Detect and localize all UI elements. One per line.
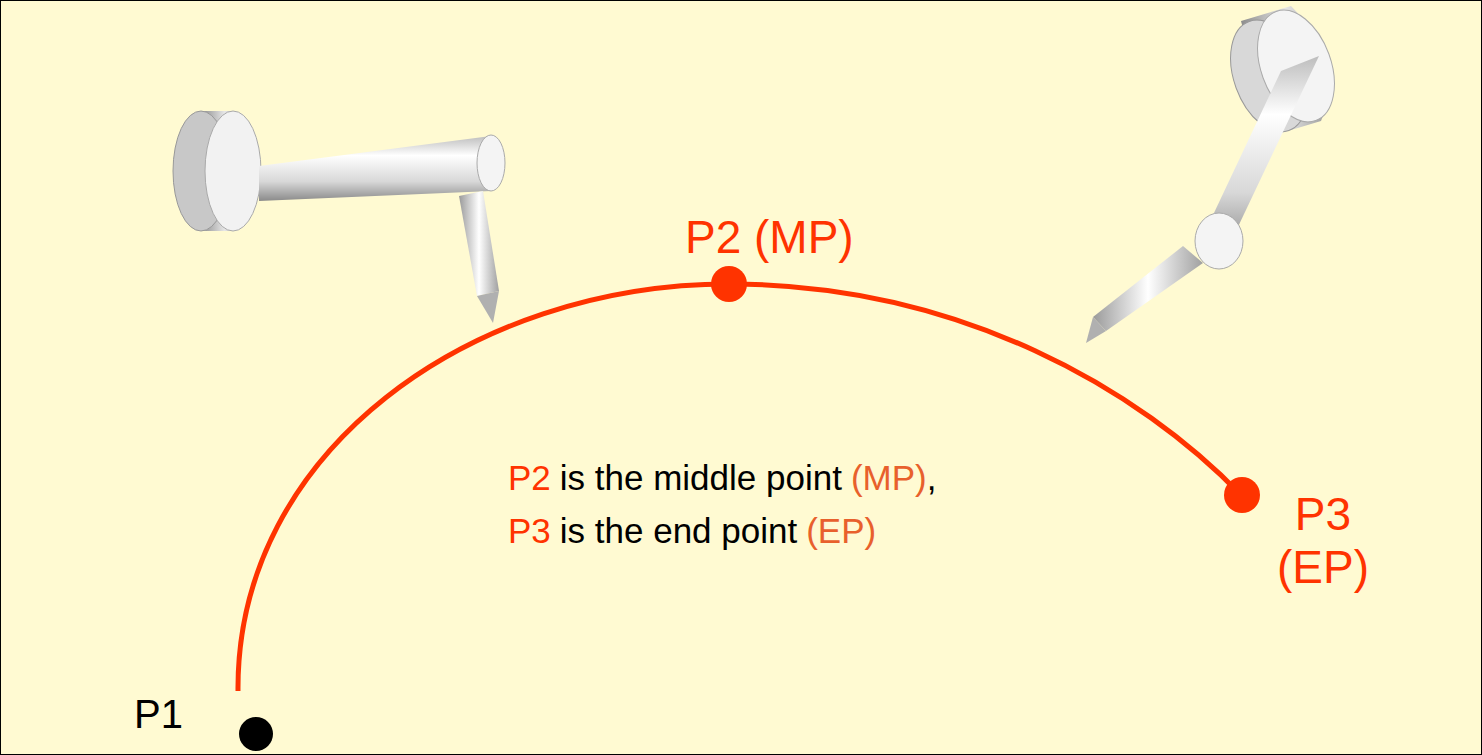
- point-label: P3 (EP): [1263, 488, 1383, 594]
- point-label: P1: [134, 691, 183, 737]
- start-point-dot: [239, 717, 273, 751]
- robot-left: [173, 111, 505, 323]
- note-text: (MP): [851, 458, 927, 497]
- middle-point-dot: [711, 266, 747, 302]
- note-text: P2: [508, 458, 551, 497]
- point-label: P2 (MP): [685, 211, 854, 264]
- note-text: is the end point: [560, 511, 797, 550]
- end-point-dot: [1224, 477, 1260, 513]
- note-text: is the middle point: [560, 458, 842, 497]
- note-line: P2is the middle point(MP),: [508, 458, 945, 498]
- note-text: P3: [508, 511, 551, 550]
- note-text: ,: [927, 458, 937, 497]
- note-text: (EP): [806, 511, 876, 550]
- robot-right: [1086, 1, 1349, 343]
- motion-path: [238, 284, 1241, 691]
- note-line: P3is the end point(EP): [508, 511, 885, 551]
